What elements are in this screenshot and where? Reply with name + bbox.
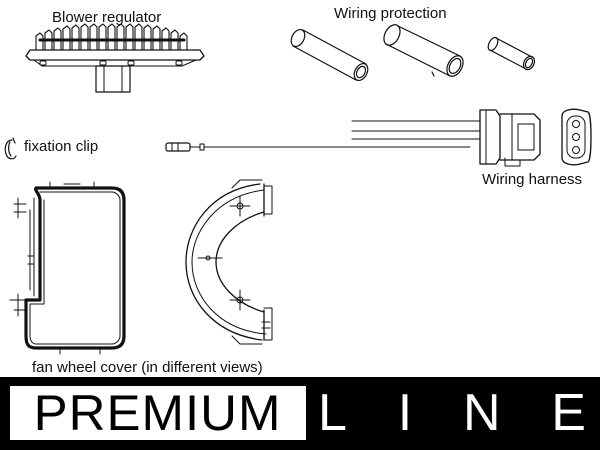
premium-line-banner: PREMIUM L I N E (0, 377, 600, 450)
fan-cover-drawing (9, 181, 126, 355)
fan-wheel-cover-label: fan wheel cover (in different views) (32, 359, 263, 376)
connector-harness-drawing (165, 108, 592, 167)
line-letter: L (318, 384, 347, 442)
wiring-protection-label: Wiring protection (334, 5, 447, 22)
line-letter: E (551, 384, 586, 442)
fan-cover-drawing (185, 179, 273, 345)
premium-box: PREMIUM (10, 386, 306, 440)
fixation-clip-label: fixation clip (24, 138, 99, 155)
blower-regulator-drawing (25, 23, 205, 93)
line-letter: N (462, 384, 501, 442)
premium-text: PREMIUM (34, 385, 282, 441)
line-text: L I N E (318, 386, 600, 440)
line-letter: I (397, 384, 413, 442)
blower-regulator-label: Blower regulator (52, 9, 162, 26)
clip-drawing (4, 137, 17, 160)
sleeve-tube-drawing (290, 24, 536, 82)
wiring-harness-label: Wiring harness (482, 171, 583, 188)
